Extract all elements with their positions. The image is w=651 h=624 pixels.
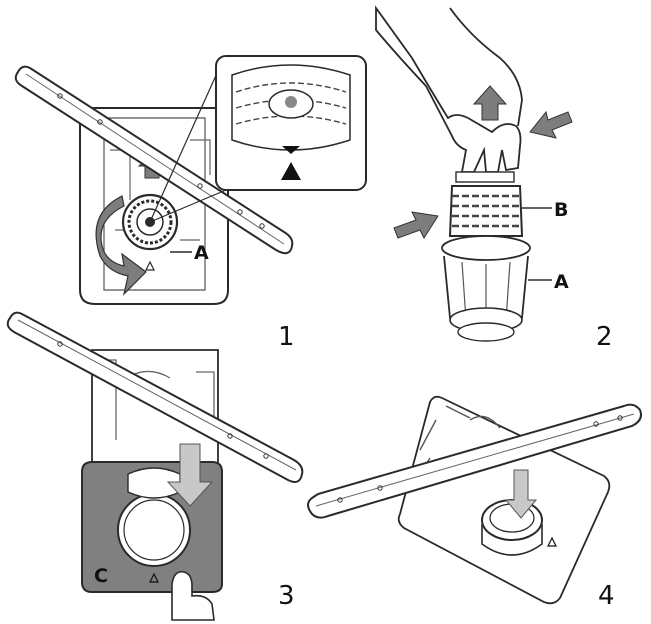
spray-arm-icon: [6, 311, 304, 483]
step-4-number: 4: [598, 581, 615, 611]
filter-b-icon: [448, 171, 524, 237]
outlet-triangle-icon: [145, 260, 155, 271]
callout-a-step-2: A: [554, 271, 569, 293]
outlet-triangle-icon: [547, 536, 557, 547]
zoom-inset: [149, 55, 367, 223]
panel-step-1: A 1: [14, 55, 367, 352]
step-2-number: 2: [596, 322, 613, 352]
push-arrow-icon: [529, 110, 573, 139]
callout-b: B: [554, 199, 568, 221]
down-arrow-icon: [166, 443, 214, 507]
panel-step-4: 4: [307, 395, 642, 611]
hand-icon: [171, 570, 215, 621]
outlet-triangle-icon: [149, 572, 159, 583]
sump-inner: [103, 117, 206, 291]
callout-a-step-1: A: [194, 242, 209, 264]
up-arrow-icon: [472, 85, 508, 121]
panel-step-3: C 3: [6, 311, 304, 621]
plate-opening: [117, 493, 191, 567]
step-3-number: 3: [278, 581, 295, 611]
push-arrow-icon: [393, 211, 439, 240]
down-arrow-icon: [504, 469, 538, 519]
step-1-number: 1: [278, 322, 295, 352]
outlet-marker-icon: [281, 146, 301, 180]
spray-arm-icon: [14, 65, 294, 255]
filter-a-icon: [441, 235, 531, 342]
hand-icon: [375, 5, 523, 173]
panel-step-2: B A 2: [375, 5, 613, 352]
rotate-arrow-icon: [95, 195, 147, 296]
callout-c: C: [94, 565, 108, 587]
spray-arm-icon: [307, 403, 642, 519]
